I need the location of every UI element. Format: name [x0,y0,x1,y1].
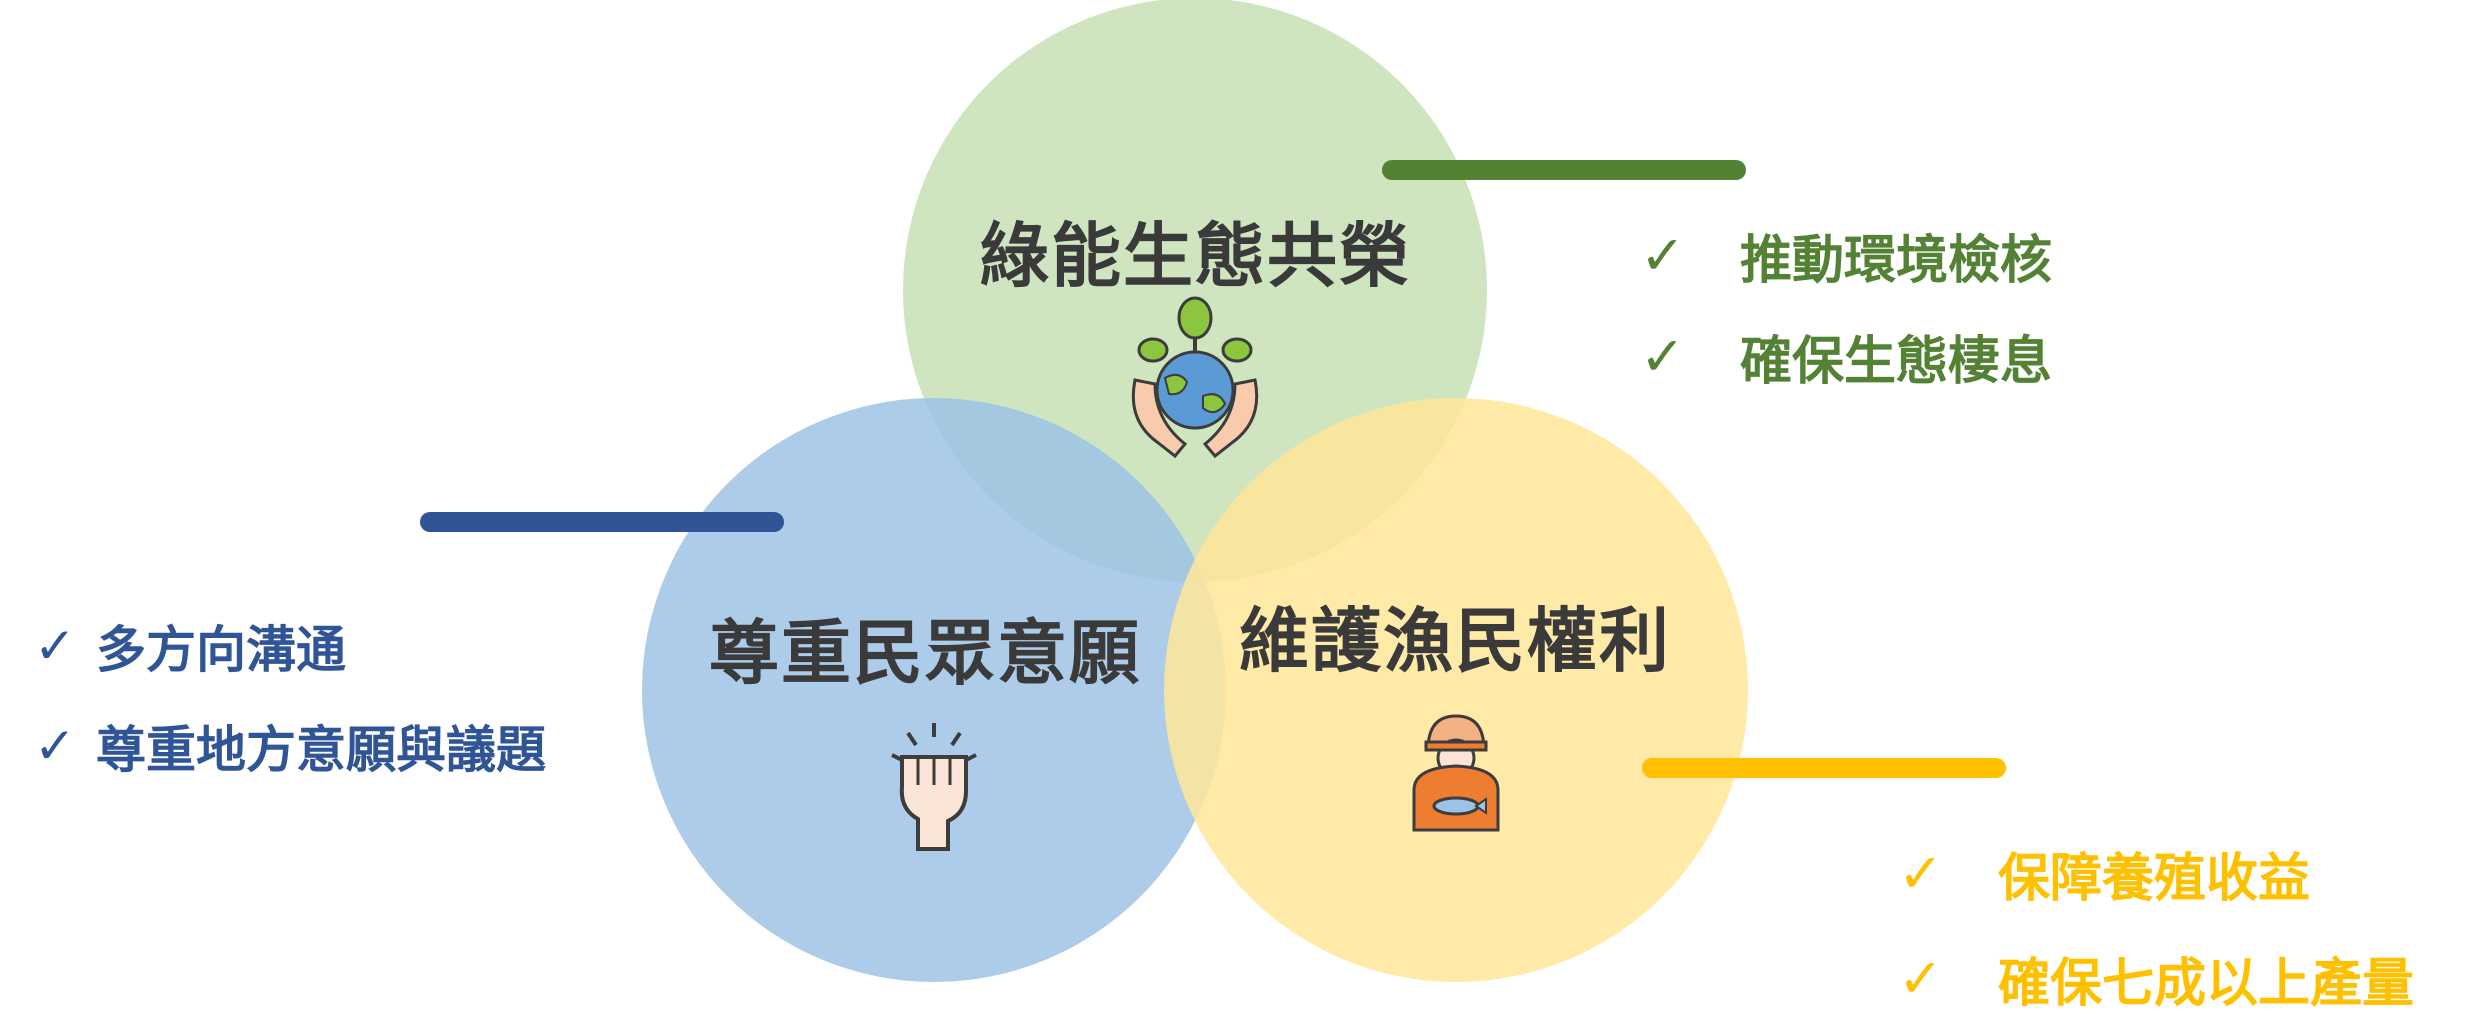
yellow-points: ✓ 保障養殖收益 ✓ 確保七成以上產量 [1898,836,2414,1016]
check-icon: ✓ [1640,325,1686,388]
blue-point-text: 尊重地方意願與議題 [96,721,546,779]
blue-point: ✓ 多方向溝通 [34,610,546,682]
green-circle-title: 綠能生態共榮 [979,215,1411,297]
check-icon: ✓ [1640,224,1686,287]
check-icon: ✓ [34,617,76,675]
yellow-point: ✓ 確保七成以上產量 [1898,941,2414,1016]
yellow-point: ✓ 保障養殖收益 [1898,836,2414,911]
check-icon: ✓ [34,717,76,775]
fisherman-icon [1412,714,1500,832]
yellow-accent-bar [1642,758,2006,778]
yellow-point-text: 確保七成以上產量 [1998,954,2415,1014]
green-point-text: 確保生態棲息 [1740,332,2053,392]
raised-fist-icon [891,723,977,851]
blue-circle-title: 尊重民眾意願 [709,612,1141,694]
earth-in-hands-icon [1131,296,1259,459]
yellow-point-text: 保障養殖收益 [1998,849,2311,909]
green-point: ✓ 確保生態棲息 [1640,319,2052,394]
yellow-circle [1164,398,1748,982]
green-point: ✓ 推動環境檢核 [1640,218,2052,293]
blue-points: ✓ 多方向溝通 ✓ 尊重地方意願與議題 [34,610,546,782]
green-points: ✓ 推動環境檢核 ✓ 確保生態棲息 [1640,218,2052,394]
green-point-text: 推動環境檢核 [1740,231,2053,291]
blue-point: ✓ 尊重地方意願與議題 [34,710,546,782]
blue-point-text: 多方向溝通 [96,621,346,679]
blue-circle [642,398,1226,982]
check-icon: ✓ [1898,947,1944,1010]
green-accent-bar [1382,160,1746,180]
blue-accent-bar [420,512,784,532]
check-icon: ✓ [1898,842,1944,905]
yellow-circle-title: 維護漁民權利 [1239,600,1671,682]
